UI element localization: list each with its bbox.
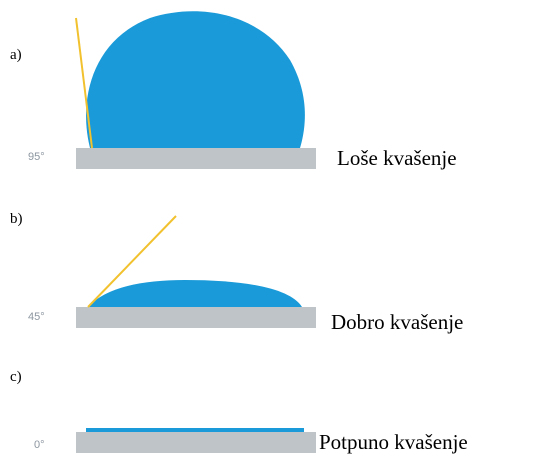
- droplet-a: [86, 11, 305, 149]
- panel-label-b: b): [10, 211, 23, 227]
- panel-label-a: a): [10, 47, 22, 63]
- angle-label-b: 45°: [28, 311, 45, 323]
- tangent-line-b: [87, 215, 177, 308]
- substrate-c: [76, 432, 316, 453]
- angle-label-c: 0°: [34, 439, 45, 451]
- substrate-b: [76, 307, 316, 328]
- panel-label-c: c): [10, 369, 22, 385]
- angle-label-a: 95°: [28, 151, 45, 163]
- caption-complete-wetting: Potpuno kvašenje: [319, 430, 468, 454]
- caption-poor-wetting: Loše kvašenje: [337, 146, 457, 170]
- tangent-line-a: [75, 17, 93, 149]
- substrate-a: [76, 148, 316, 169]
- droplet-film-c: [86, 428, 304, 432]
- droplet-b: [88, 280, 302, 307]
- caption-good-wetting: Dobro kvašenje: [331, 310, 464, 334]
